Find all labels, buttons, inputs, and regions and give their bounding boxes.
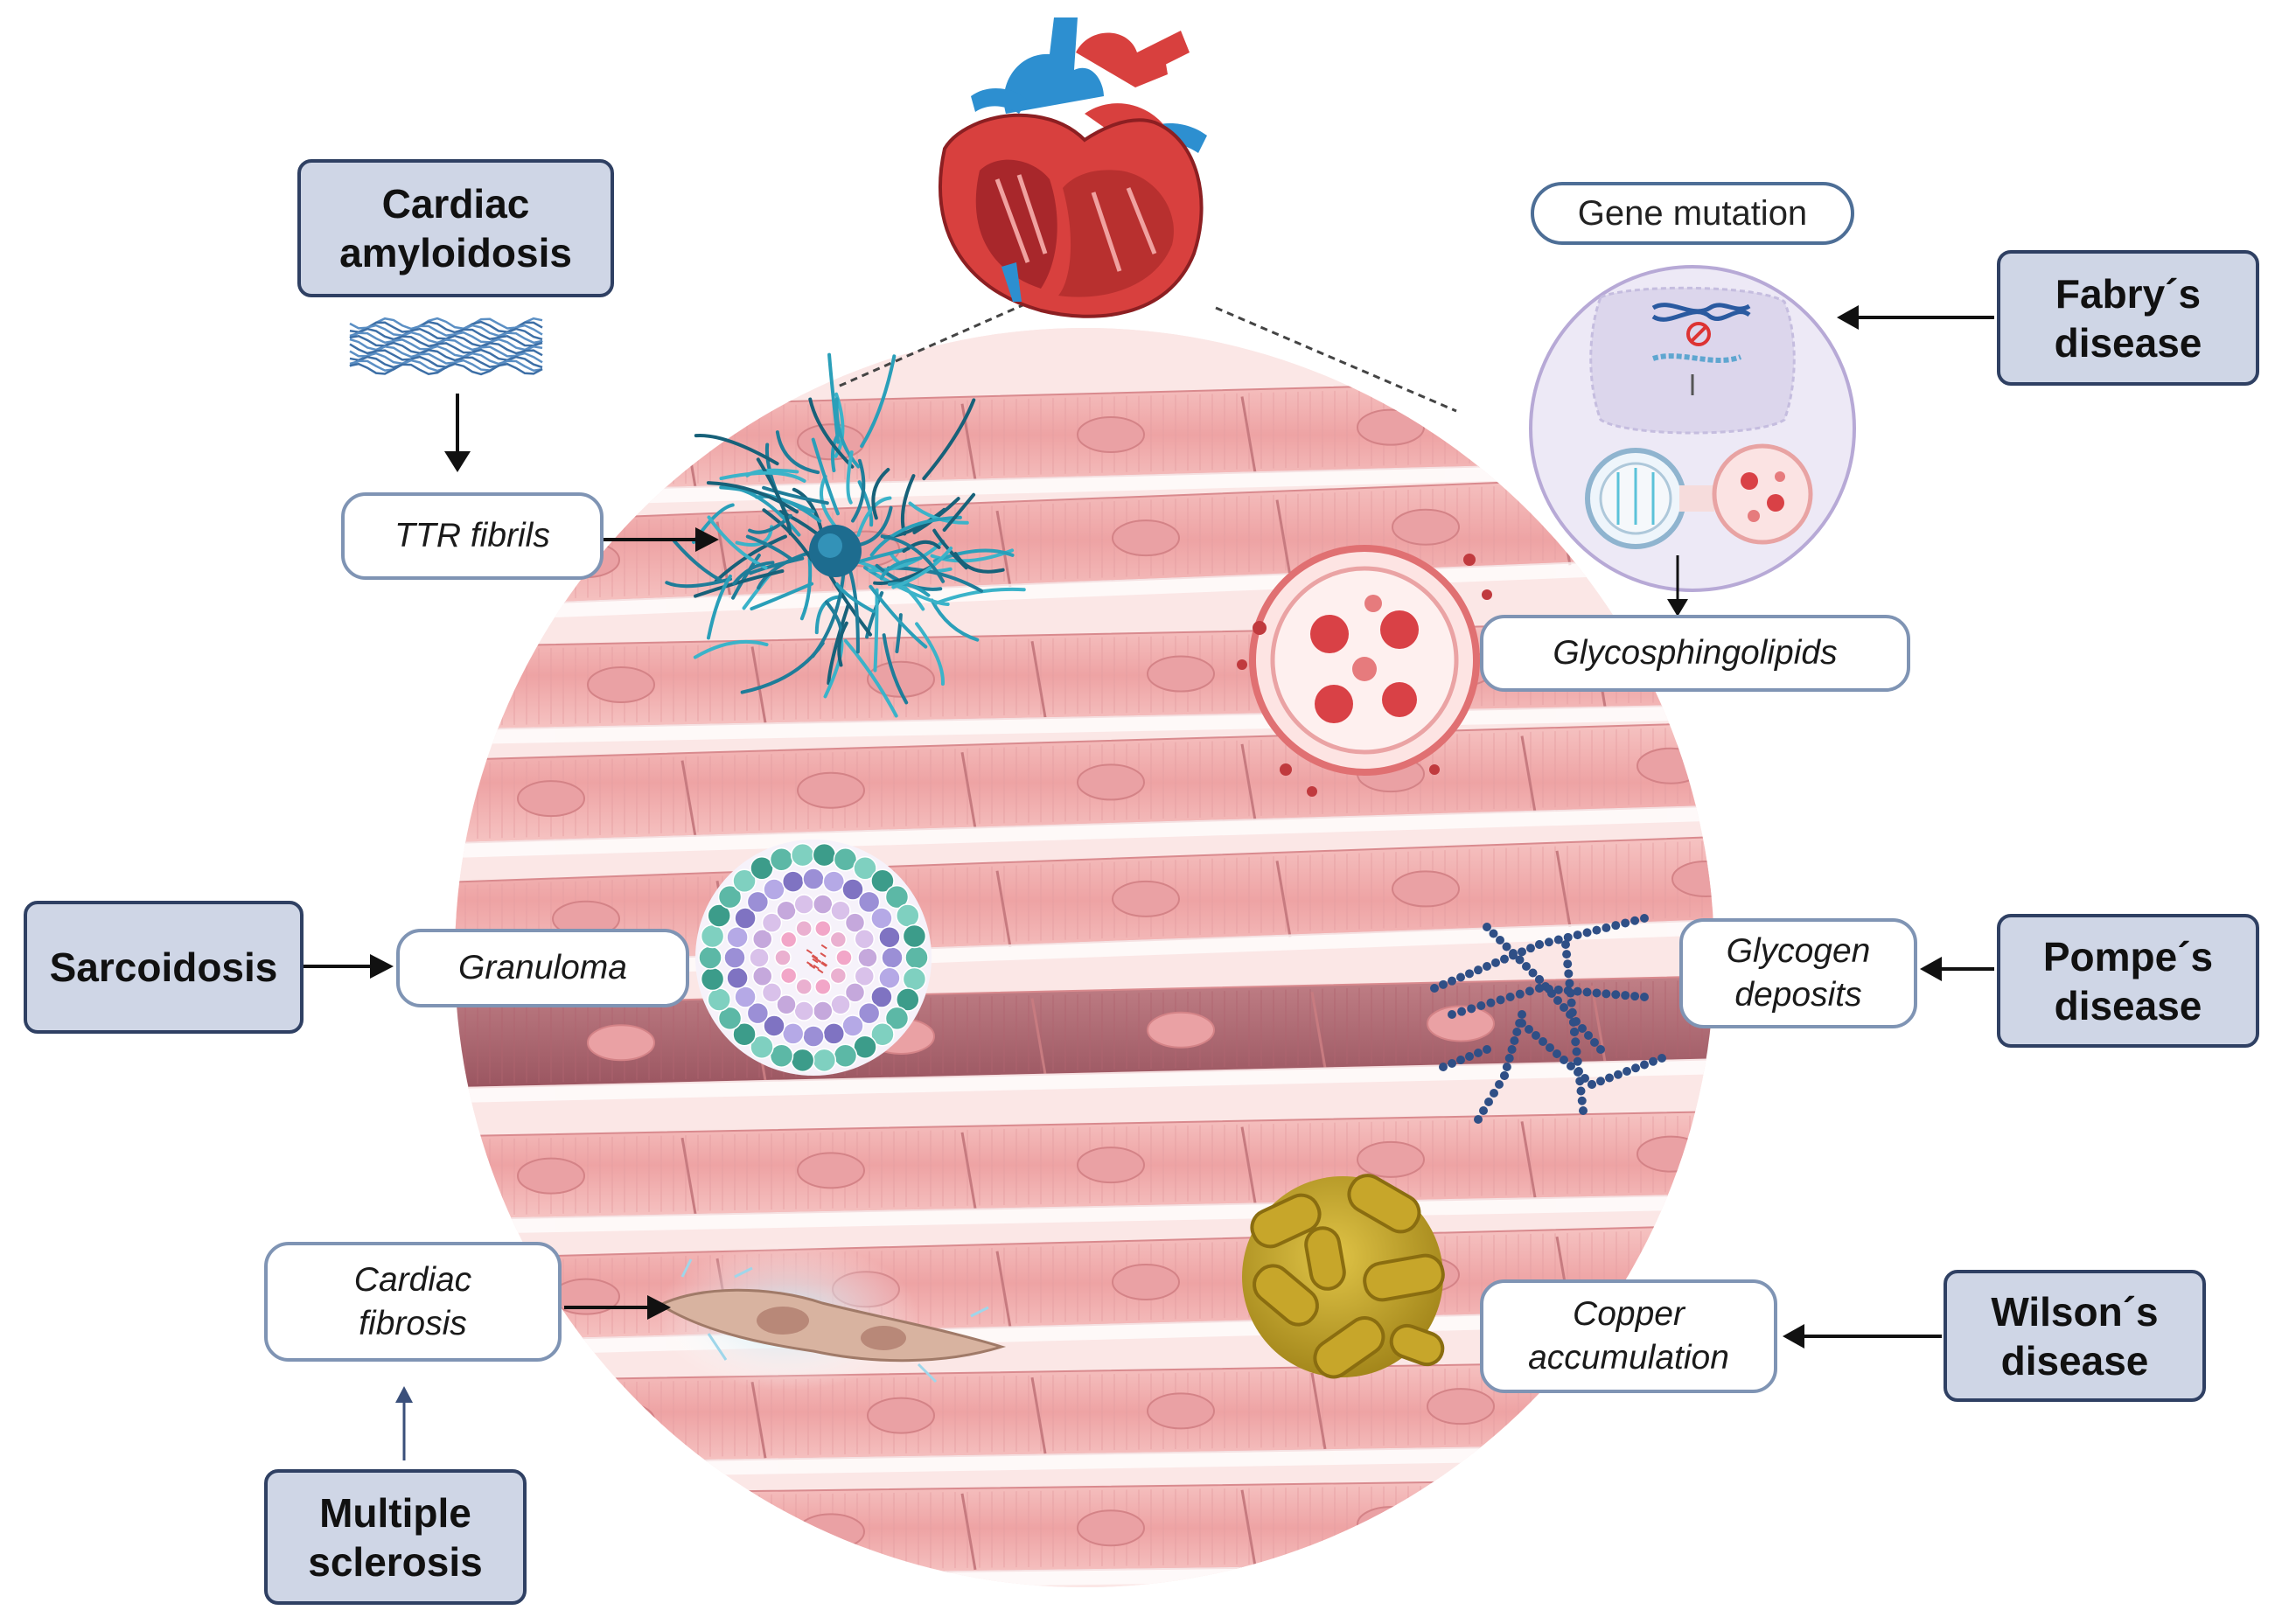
muscle-fiber-band bbox=[455, 1109, 1714, 1235]
feature-label: Granuloma bbox=[458, 949, 627, 986]
feature-label-line1: Cardiac bbox=[353, 1260, 472, 1299]
feature-glycogen-deposits: Glycogen deposits bbox=[1679, 918, 1917, 1028]
feature-label-line2: fibrosis bbox=[359, 1304, 467, 1342]
feature-label: TTR fibrils bbox=[394, 517, 550, 554]
amyloid-fibril-icon bbox=[349, 317, 543, 376]
disease-label: Sarcoidosis bbox=[49, 944, 278, 990]
copper-aggregate-icon bbox=[1242, 1174, 1445, 1379]
disease-label-line1: Multiple bbox=[319, 1489, 471, 1536]
disease-label-line2: amyloidosis bbox=[339, 230, 572, 275]
feature-granuloma: Granuloma bbox=[396, 929, 689, 1007]
disease-label-line2: disease bbox=[2054, 982, 2202, 1028]
disease-pompes: Pompe´s disease bbox=[1997, 914, 2259, 1048]
gene-mutation-label: Gene mutation bbox=[1531, 182, 1854, 245]
feature-label-line1: Copper bbox=[1573, 1295, 1685, 1333]
feature-label-line2: accumulation bbox=[1528, 1339, 1729, 1377]
lysosome-glycosphingolipid-icon bbox=[1237, 545, 1492, 797]
gene-mutation-text: Gene mutation bbox=[1577, 193, 1808, 233]
heart-icon bbox=[938, 17, 1207, 318]
feature-ttr-fibrils: TTR fibrils bbox=[341, 492, 604, 580]
disease-wilsons: Wilson´s disease bbox=[1944, 1270, 2206, 1402]
disease-sarcoidosis: Sarcoidosis bbox=[24, 901, 304, 1034]
disease-label-line1: Wilson´s bbox=[1991, 1288, 2159, 1335]
fibroblast-icon bbox=[656, 1242, 1007, 1391]
feature-copper-accumulation: Copper accumulation bbox=[1480, 1279, 1777, 1393]
glycogen-network-icon bbox=[1430, 914, 1666, 1124]
feature-label: Glycosphingolipids bbox=[1553, 634, 1838, 672]
muscle-fiber-band bbox=[455, 1476, 1714, 1587]
disease-label-line1: Cardiac bbox=[381, 181, 530, 227]
feature-cardiac-fibrosis: Cardiac fibrosis bbox=[264, 1242, 562, 1362]
feature-glycosphingolipids: Glycosphingolipids bbox=[1480, 615, 1910, 692]
disease-label-line2: disease bbox=[2000, 1337, 2149, 1384]
feature-label-line2: deposits bbox=[1734, 976, 1862, 1014]
zoom-guide-right bbox=[1215, 306, 1457, 413]
disease-label-line2: disease bbox=[2054, 319, 2202, 366]
disease-cardiac-amyloidosis: Cardiac amyloidosis bbox=[297, 159, 614, 297]
disease-multiple-sclerosis: Multiple sclerosis bbox=[264, 1469, 527, 1605]
arrows bbox=[302, 305, 1994, 1460]
disease-fabrys: Fabry´s disease bbox=[1997, 250, 2259, 386]
disease-label-line1: Fabry´s bbox=[2055, 270, 2202, 317]
fabry-mechanism-inset bbox=[1529, 265, 1856, 592]
feature-label-line1: Glycogen bbox=[1726, 932, 1871, 970]
ttr-amyloid-deposit-icon bbox=[665, 352, 1026, 718]
granuloma-icon bbox=[695, 840, 932, 1076]
disease-label-line1: Pompe´s bbox=[2042, 933, 2214, 979]
disease-label-line2: sclerosis bbox=[308, 1538, 483, 1585]
